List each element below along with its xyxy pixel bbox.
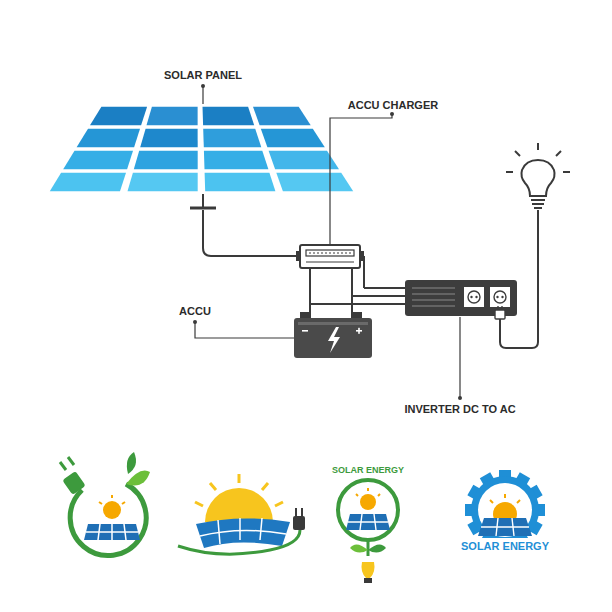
solar-panel bbox=[50, 107, 353, 192]
wire bbox=[203, 210, 300, 256]
panel-cell bbox=[205, 173, 276, 192]
light-bulb bbox=[506, 143, 570, 208]
leader-dots bbox=[193, 84, 462, 400]
panel-cell bbox=[253, 107, 311, 126]
panel-cell bbox=[261, 129, 325, 148]
accu-charger bbox=[296, 245, 364, 268]
panel-cell bbox=[203, 107, 255, 126]
panel-cell bbox=[90, 107, 147, 126]
panel-cell bbox=[276, 173, 353, 192]
part-label: ACCU CHARGER bbox=[348, 99, 438, 111]
panel-cell bbox=[63, 151, 133, 170]
panel-cell bbox=[140, 129, 198, 148]
panel-post bbox=[202, 194, 204, 208]
panel-cell bbox=[269, 151, 339, 170]
panel-cell bbox=[134, 151, 198, 170]
leader-lines bbox=[195, 86, 460, 398]
panel-cell bbox=[204, 151, 269, 170]
logo-text: SOLAR ENERGY bbox=[332, 466, 404, 476]
part-label: SOLAR PANEL bbox=[164, 69, 242, 81]
part-label: ACCU bbox=[179, 305, 211, 317]
panel-cell bbox=[128, 173, 198, 192]
panel-cell bbox=[147, 107, 198, 126]
logo-text: SOLAR ENERGY bbox=[461, 540, 549, 552]
inverter bbox=[405, 280, 517, 319]
logo-plug-leaf bbox=[60, 452, 150, 556]
accu-battery bbox=[294, 312, 372, 358]
panel-cell bbox=[77, 129, 140, 148]
panel-cell bbox=[50, 173, 126, 192]
part-label: INVERTER DC TO AC bbox=[404, 403, 515, 415]
panel-stand bbox=[190, 207, 216, 210]
logo-solar-bulb bbox=[338, 480, 398, 583]
panel-cell bbox=[203, 129, 261, 148]
logo-sun-panel bbox=[178, 474, 305, 554]
